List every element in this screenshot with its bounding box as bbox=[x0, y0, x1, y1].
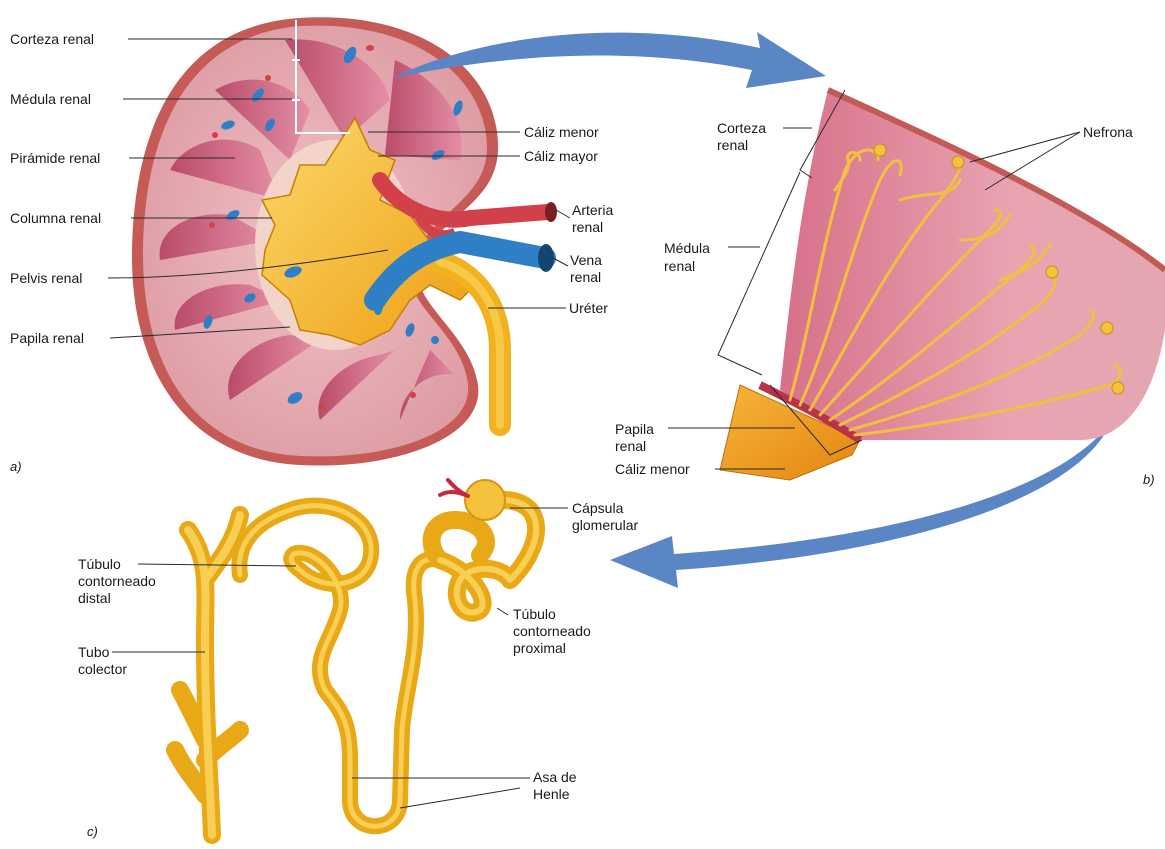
label-c-colector-1: Tubo bbox=[78, 644, 109, 661]
label-c-distal-2: contorneado bbox=[78, 573, 156, 590]
label-c-proximal-2: contorneado bbox=[513, 623, 591, 640]
label-b-nefrona: Nefrona bbox=[1083, 124, 1133, 141]
label-b-corteza-2: renal bbox=[717, 137, 748, 154]
label-caliz-menor: Cáliz menor bbox=[524, 124, 599, 141]
nephron-detail bbox=[175, 480, 536, 835]
label-b-caliz-menor: Cáliz menor bbox=[615, 461, 690, 478]
label-b-medula-1: Médula bbox=[664, 240, 710, 257]
label-c-proximal-3: proximal bbox=[513, 640, 566, 657]
label-corteza-renal: Corteza renal bbox=[10, 31, 94, 48]
label-ureter: Uréter bbox=[569, 300, 608, 317]
label-b-corteza-1: Corteza bbox=[717, 120, 766, 137]
label-vena-renal-1: Vena bbox=[570, 252, 602, 269]
label-b-papila-2: renal bbox=[615, 438, 646, 455]
label-c-capsula-2: glomerular bbox=[572, 517, 638, 534]
label-piramide-renal: Pirámide renal bbox=[10, 150, 100, 167]
label-medula-renal: Médula renal bbox=[10, 91, 91, 108]
label-c-colector-2: colector bbox=[78, 661, 127, 678]
arrow-to-panel-c bbox=[610, 420, 1112, 588]
label-c-asa-1: Asa de bbox=[533, 769, 577, 786]
panel-c-letter: c) bbox=[87, 824, 98, 839]
label-papila-renal: Papila renal bbox=[10, 330, 84, 347]
kidney-section bbox=[132, 17, 557, 465]
label-c-asa-2: Henle bbox=[533, 786, 570, 803]
label-b-medula-2: renal bbox=[664, 258, 695, 275]
label-caliz-mayor: Cáliz mayor bbox=[524, 148, 598, 165]
label-c-proximal-1: Túbulo bbox=[513, 606, 556, 623]
label-columna-renal: Columna renal bbox=[10, 210, 101, 227]
label-vena-renal-2: renal bbox=[570, 269, 601, 286]
kidney-wedge bbox=[718, 90, 1165, 480]
glomerular-capsule bbox=[465, 480, 505, 520]
label-arteria-renal-1: Arteria bbox=[572, 202, 613, 219]
label-c-capsula-1: Cápsula bbox=[572, 500, 623, 517]
label-c-distal-1: Túbulo bbox=[78, 556, 121, 573]
label-c-distal-3: distal bbox=[78, 590, 111, 607]
label-arteria-renal-2: renal bbox=[572, 219, 603, 236]
panel-b-letter: b) bbox=[1143, 472, 1155, 487]
label-pelvis-renal: Pelvis renal bbox=[10, 270, 82, 287]
label-b-papila-1: Papila bbox=[615, 421, 654, 438]
panel-a-letter: a) bbox=[10, 459, 22, 474]
